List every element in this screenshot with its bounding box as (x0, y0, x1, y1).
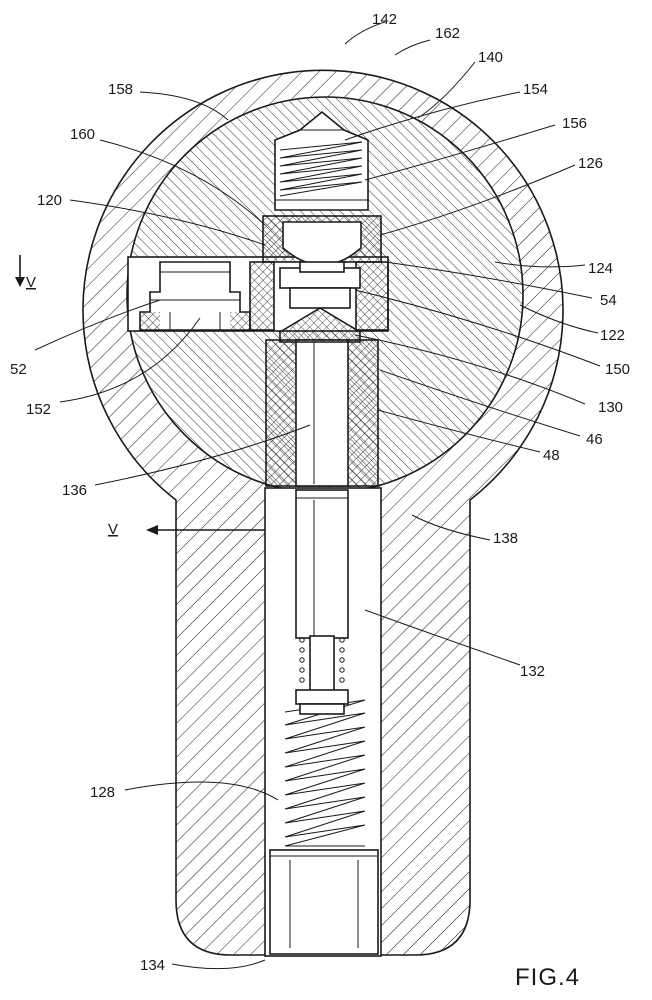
label-136: 136 (62, 482, 87, 499)
plunger-collar (295, 689, 349, 705)
label-162: 162 (435, 25, 460, 42)
label-142: 142 (372, 11, 397, 28)
label-140: 140 (478, 49, 503, 66)
cross-bore-wall (249, 261, 275, 331)
label-52: 52 (10, 361, 27, 378)
label-152: 152 (26, 401, 51, 418)
section-label-mid: V (108, 521, 118, 538)
label-54: 54 (600, 292, 617, 309)
section-label-top: V (26, 274, 36, 291)
plunger-shaft (295, 489, 349, 639)
cone-seat (279, 307, 361, 343)
small-spring (299, 637, 345, 683)
left-plug-hatch (140, 312, 250, 330)
label-120: 120 (37, 192, 62, 209)
label-122: 122 (600, 327, 625, 344)
section-marker-top (15, 255, 25, 287)
central-pin-lower (289, 287, 351, 309)
label-132: 132 (520, 663, 545, 680)
sleeve-pin (295, 339, 349, 487)
label-128: 128 (90, 784, 115, 801)
label-158: 158 (108, 81, 133, 98)
reference-labels: 142 162 140 158 154 156 160 126 120 124 … (10, 11, 630, 974)
label-126: 126 (578, 155, 603, 172)
label-138: 138 (493, 530, 518, 547)
label-124: 124 (588, 260, 613, 277)
label-156: 156 (562, 115, 587, 132)
cross-bore-wall-right (355, 261, 389, 331)
top-spring (279, 141, 363, 197)
figure-caption: FIG.4 (515, 964, 580, 991)
detent-stem (299, 261, 345, 273)
label-46: 46 (586, 431, 603, 448)
section-marker-mid (146, 525, 265, 535)
plunger-neck (309, 635, 335, 695)
label-48: 48 (543, 447, 560, 464)
label-134: 134 (140, 957, 165, 974)
label-130: 130 (598, 399, 623, 416)
label-150: 150 (605, 361, 630, 378)
lower-spring (284, 699, 366, 847)
spring-cap (274, 110, 369, 211)
plunger-foot (299, 703, 345, 715)
label-154: 154 (523, 81, 548, 98)
leader-lines (34, 21, 601, 970)
label-160: 160 (70, 126, 95, 143)
threaded-insert (269, 849, 379, 955)
